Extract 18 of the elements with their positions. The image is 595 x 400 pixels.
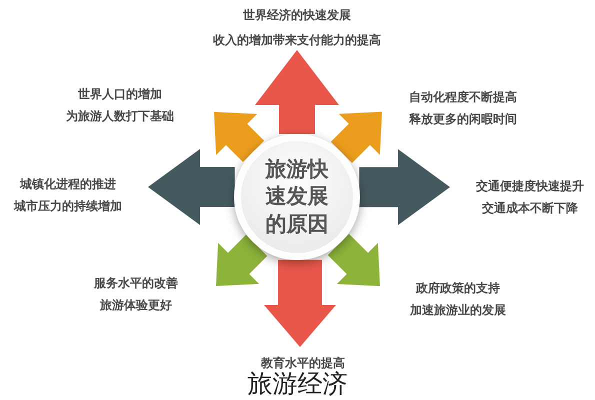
annotation-text: 交通便捷度快速提升 [475,178,585,194]
annotation-text: 收入的增加带来支付能力的提高 [212,32,382,48]
block-arrow [255,50,339,134]
annotation-text: 加速旅游业的发展 [408,302,507,318]
annotation-text: 政府政策的支持 [414,280,501,296]
annotation-text: 释放更多的闲暇时间 [408,111,518,127]
annotation-text: 城市压力的持续增加 [12,198,123,214]
caption-text: 旅游经济 [246,370,348,398]
annotation-text: 教育水平的提高 [260,355,346,371]
annotation-text: 世界经济的快速发展 [242,7,352,23]
annotation-text: 交通成本不断下降 [481,200,579,216]
annotation-text: 为旅游人数打下基础 [65,108,175,124]
annotation-text: 世界人口的增加 [77,86,163,102]
center-title: 旅游快速发展的原因 [264,156,330,238]
annotation-text: 城镇化进程的推进 [18,176,117,192]
annotation-text: 旅游体验更好 [98,297,173,313]
annotation-text: 自动化程度不断提高 [408,89,518,105]
annotation-text: 服务水平的改善 [92,275,179,291]
